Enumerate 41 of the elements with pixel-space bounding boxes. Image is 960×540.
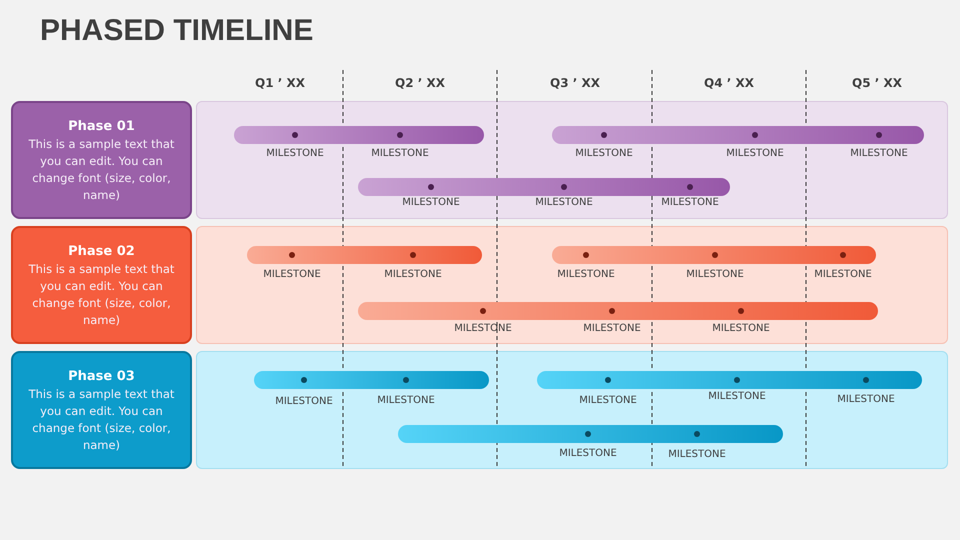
milestone-label: MILESTONE [726,148,784,159]
lane-panel [196,351,948,469]
phase-heading: Phase 02 [67,244,136,259]
phase-description: This is a sample text that you can edit. You can change font (size, color, name) [28,136,176,204]
milestone-label: MILESTONE [850,148,908,159]
milestone-label: MILESTONE [557,269,615,280]
lane-panel [196,101,948,219]
milestone-label: MILESTONE [579,395,637,406]
quarter-heading: Q3 ’ XX [549,76,601,90]
milestone-label: MILESTONE [454,323,512,334]
phase-card [11,101,192,219]
phase-heading: Phase 03 [67,369,136,384]
quarter-heading: Q4 ’ XX [703,76,755,90]
milestone-label: MILESTONE [686,269,744,280]
milestone-label: MILESTONE [837,394,895,405]
milestone-label: MILESTONE [266,148,324,159]
phase-description: This is a sample text that you can edit. You can change font (size, color, name) [28,261,176,329]
milestone-label: MILESTONE [559,448,617,459]
milestone-label: MILESTONE [402,197,460,208]
milestone-label: MILESTONE [377,395,435,406]
phase-heading: Phase 01 [67,119,136,134]
phase-description: This is a sample text that you can edit. You can change font (size, color, name) [28,386,176,454]
milestone-label: MILESTONE [263,269,321,280]
milestone-label: MILESTONE [575,148,633,159]
quarter-heading: Q2 ’ XX [394,76,446,90]
milestone-label: MILESTONE [668,449,726,460]
milestone-label: MILESTONE [708,391,766,402]
milestone-label: MILESTONE [275,396,333,407]
quarter-heading: Q5 ’ XX [851,76,903,90]
phase-card [11,226,192,344]
lane-panel [196,226,948,344]
quarter-heading: Q1 ’ XX [254,76,306,90]
milestone-label: MILESTONE [384,269,442,280]
phase-card [11,351,192,469]
milestone-label: MILESTONE [661,197,719,208]
milestone-label: MILESTONE [535,197,593,208]
milestone-label: MILESTONE [583,323,641,334]
milestone-label: MILESTONE [371,148,429,159]
milestone-label: MILESTONE [712,323,770,334]
page-title: PHASED TIMELINE [40,14,314,48]
milestone-label: MILESTONE [814,269,872,280]
